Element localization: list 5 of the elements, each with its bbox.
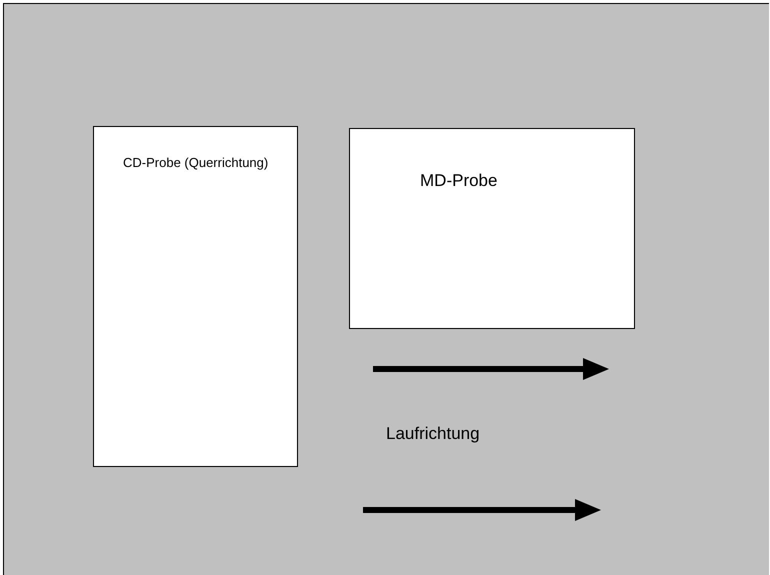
sample-box <box>349 128 635 329</box>
sample-label: MD-Probe <box>420 170 498 192</box>
sample-box <box>93 126 298 467</box>
direction-label: Laufrichtung <box>386 424 480 444</box>
sample-label: CD-Probe (Querrichtung) <box>123 154 270 172</box>
